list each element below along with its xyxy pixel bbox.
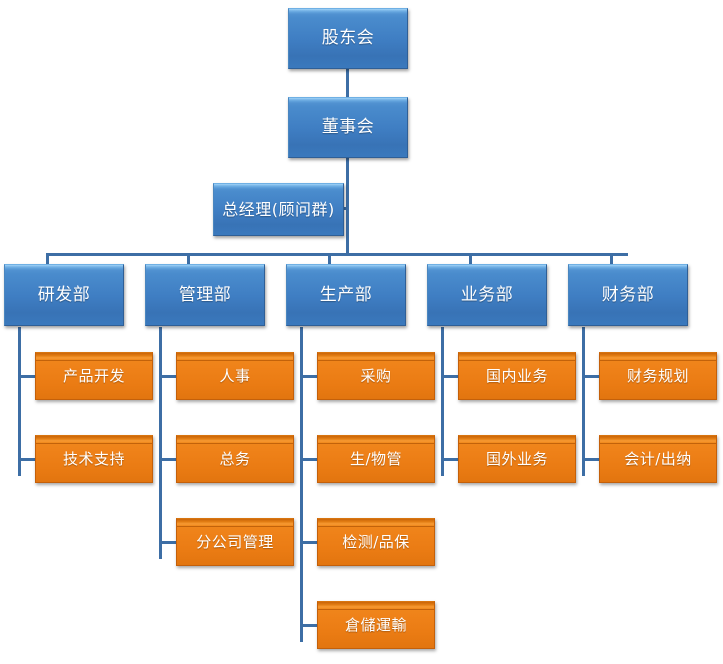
node-department-finance-label: 财务部: [601, 284, 655, 305]
node-unit-overseas-business[interactable]: 国外业务: [458, 435, 576, 483]
node-department-production[interactable]: 生产部: [286, 264, 406, 326]
node-unit-warehouse-transport-label: 倉儲運輸: [344, 615, 407, 634]
node-department-finance[interactable]: 财务部: [568, 264, 688, 326]
node-department-rnd[interactable]: 研发部: [4, 264, 124, 326]
node-unit-procurement-label: 采购: [360, 366, 392, 385]
node-department-management-label: 管理部: [178, 284, 232, 305]
connector-branch-dept-2-unit-2: [159, 458, 177, 461]
connector-stem-dept-4: [441, 327, 444, 476]
node-unit-inspection-quality-label: 检测/品保: [342, 532, 410, 551]
connector-branch-dept-3-unit-1: [300, 375, 318, 378]
connector-bus-to-dept-4: [469, 253, 472, 265]
connector-bus-to-dept-1: [46, 253, 49, 265]
node-unit-financial-planning-label: 财务规划: [626, 366, 689, 385]
node-unit-production-material-control-label: 生/物管: [349, 449, 403, 468]
node-board-of-directors-label: 董事会: [321, 117, 375, 137]
node-department-business-label: 业务部: [460, 284, 514, 305]
node-unit-branch-management[interactable]: 分公司管理: [176, 518, 294, 566]
connector-branch-dept-5-unit-1: [582, 375, 600, 378]
node-unit-technical-support-label: 技术支持: [62, 449, 125, 468]
node-unit-production-material-control[interactable]: 生/物管: [317, 435, 435, 483]
connector-stem-dept-3: [300, 327, 303, 642]
node-department-business[interactable]: 业务部: [427, 264, 547, 326]
node-unit-inspection-quality[interactable]: 检测/品保: [317, 518, 435, 566]
connector-branch-dept-2-unit-1: [159, 375, 177, 378]
connector-stem-dept-2: [159, 327, 162, 559]
connector-branch-dept-1-unit-2: [18, 458, 36, 461]
node-department-rnd-label: 研发部: [37, 284, 91, 305]
connector-bus-to-dept-5: [610, 253, 613, 265]
connector-stem-dept-1: [18, 327, 21, 476]
node-unit-branch-management-label: 分公司管理: [196, 532, 274, 551]
connector-branch-dept-1-unit-1: [18, 375, 36, 378]
node-unit-domestic-business-label: 国内业务: [485, 366, 548, 385]
connector-branch-dept-4-unit-2: [441, 458, 459, 461]
node-shareholders-label: 股东会: [321, 28, 375, 48]
node-shareholders[interactable]: 股东会: [288, 8, 408, 69]
connector-department-bus: [46, 253, 628, 256]
node-unit-human-resources[interactable]: 人事: [176, 352, 294, 400]
node-unit-product-development[interactable]: 产品开发: [35, 352, 153, 400]
connector-branch-dept-4-unit-1: [441, 375, 459, 378]
node-unit-general-affairs-label: 总务: [219, 449, 251, 468]
connector-branch-dept-3-unit-2: [300, 458, 318, 461]
node-board-of-directors[interactable]: 董事会: [288, 97, 408, 158]
connector-board-to-bus: [346, 157, 349, 254]
node-unit-financial-planning[interactable]: 财务规划: [599, 352, 717, 400]
node-general-manager[interactable]: 总经理(顾问群): [213, 183, 344, 236]
node-unit-general-affairs[interactable]: 总务: [176, 435, 294, 483]
node-unit-domestic-business[interactable]: 国内业务: [458, 352, 576, 400]
connector-bus-to-dept-3: [328, 253, 331, 265]
node-unit-technical-support[interactable]: 技术支持: [35, 435, 153, 483]
node-unit-procurement[interactable]: 采购: [317, 352, 435, 400]
connector-shareholders-to-board: [346, 68, 349, 97]
node-department-management[interactable]: 管理部: [145, 264, 265, 326]
connector-stem-dept-5: [582, 327, 585, 476]
node-unit-human-resources-label: 人事: [219, 366, 251, 385]
node-unit-accounting-cashier[interactable]: 会计/出纳: [599, 435, 717, 483]
node-department-production-label: 生产部: [319, 284, 373, 305]
connector-branch-dept-5-unit-2: [582, 458, 600, 461]
node-general-manager-label: 总经理(顾问群): [222, 199, 335, 219]
connector-branch-dept-2-unit-3: [159, 541, 177, 544]
connector-gm-stub: [344, 207, 349, 210]
connector-bus-to-dept-2: [187, 253, 190, 265]
node-unit-overseas-business-label: 国外业务: [485, 449, 548, 468]
node-unit-product-development-label: 产品开发: [62, 366, 125, 385]
connector-branch-dept-3-unit-3: [300, 541, 318, 544]
node-unit-accounting-cashier-label: 会计/出纳: [624, 449, 692, 468]
connector-branch-dept-3-unit-4: [300, 624, 318, 627]
node-unit-warehouse-transport[interactable]: 倉儲運輸: [317, 601, 435, 649]
